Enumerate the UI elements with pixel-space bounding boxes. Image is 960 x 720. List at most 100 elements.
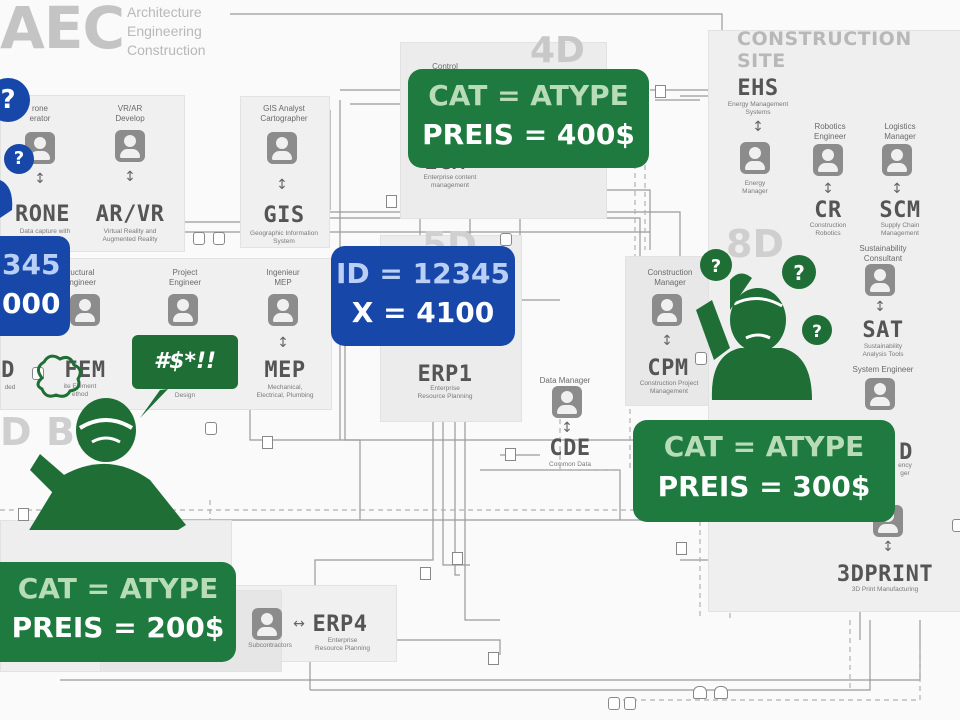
d-left-code: D: [1, 358, 15, 383]
gis-analyst-person-icon: [267, 132, 297, 164]
desc-line: Enterprise: [327, 637, 358, 644]
role-line: MEP: [274, 278, 292, 287]
role-line: Sustainability: [859, 244, 907, 253]
desc-line: Augmented Reality: [102, 236, 158, 243]
robotics-engineer-person-icon: [813, 144, 843, 176]
gis-code: GIS: [263, 203, 305, 228]
construction-manager-person-icon: [652, 294, 682, 326]
document-icon: [18, 508, 29, 521]
d-right-code: D: [899, 440, 913, 465]
document-icon: [488, 652, 499, 665]
role-line: Consultant: [863, 254, 903, 263]
database-icon: [608, 697, 620, 710]
sustainability-consultant-person-icon: [865, 264, 895, 296]
desc-line: ethod: [71, 391, 89, 398]
3dprint-code: 3DPRINT: [836, 562, 934, 587]
updown-arrow-icon: ↕: [561, 420, 573, 436]
database-icon: [695, 352, 707, 365]
card-id: 345: [2, 248, 61, 281]
desc-line: ger: [900, 470, 910, 477]
price-card-200: CAT = ATYPE PREIS = 200$: [0, 562, 236, 662]
arvr-code: AR/VR: [95, 202, 165, 227]
question-mark-glyph: ?: [711, 256, 721, 277]
document-icon: [420, 567, 431, 580]
id-card-left: 345 000: [0, 236, 70, 336]
dimension-d-left: D: [0, 410, 32, 454]
erp4-role: Subcontractors: [248, 642, 292, 649]
desc-line: Electrical, Plumbing: [256, 392, 314, 399]
angry-speech-bubble: #$*!!: [132, 335, 238, 389]
blue-question-icon: ?: [4, 144, 34, 174]
cde-desc: Common Data: [549, 461, 591, 468]
mep-desc: Mechanical,Electrical, Plumbing: [245, 384, 325, 400]
role-line: VR/AR: [117, 104, 143, 113]
desc-line: Manager: [742, 188, 768, 195]
desc-line: Enterprise content: [423, 174, 477, 181]
role-line: Construction: [647, 268, 693, 277]
card-price: PREIS = 300$: [657, 470, 871, 503]
role-line: Engineer: [168, 278, 202, 287]
mep-engineer-person-icon: [268, 294, 298, 326]
cpm-code: CPM: [647, 356, 689, 381]
role-line: Engineer: [813, 132, 847, 141]
desc-line: Resource Planning: [417, 393, 473, 400]
desc-line: Systems: [745, 109, 771, 116]
confused-person-green-icon: ? ? ?: [696, 249, 832, 400]
ecm-role: Control: [432, 62, 458, 71]
updown-arrow-icon: ↕: [661, 333, 673, 349]
desc-line: Virtual Reality and: [103, 228, 157, 235]
question-mark-glyph: ?: [812, 322, 822, 342]
price-card-400: CAT = ATYPE PREIS = 400$: [408, 69, 649, 168]
card-category: CAT = ATYPE: [428, 79, 629, 112]
desc-line: Enterprise: [430, 385, 460, 392]
database-icon: [205, 422, 217, 435]
erp1-code: ERP1: [417, 362, 473, 387]
confused-person-blue-icon: [0, 180, 13, 218]
card-category: CAT = ATYPE: [17, 572, 219, 605]
panel-gis: [240, 96, 330, 248]
question-mark-glyph: ?: [793, 261, 805, 285]
structural-engineer-person-icon: [70, 294, 100, 326]
mep-code: MEP: [264, 358, 306, 383]
desc-line: Energy: [744, 180, 766, 187]
ehs-code: EHS: [737, 76, 779, 101]
role-line: Ingenieur: [266, 268, 300, 277]
energy-manager-person-icon: [740, 142, 770, 174]
role-line: tructural: [65, 268, 95, 277]
leftright-arrow-icon: ↔: [293, 616, 305, 632]
system-engineer-person-icon: [865, 378, 895, 410]
role-line: Manager: [654, 278, 686, 287]
cde-code: CDE: [549, 436, 591, 461]
desc-line: Energy Management: [727, 101, 789, 108]
document-icon: [655, 85, 666, 98]
card-category: CAT = ATYPE: [663, 430, 865, 463]
aec-logo-subtitle: Architecture Engineering Construction: [127, 3, 206, 60]
role-line: Cartographer: [260, 114, 308, 123]
role-line: Engineer: [63, 278, 97, 287]
desc-line: Management: [881, 230, 919, 237]
dimension-8d: 8D: [726, 222, 784, 266]
logo-line: Engineering: [127, 23, 202, 39]
drone-code: RONE: [15, 202, 70, 227]
desc-line: Construction: [809, 222, 847, 229]
cr-code: CR: [814, 198, 842, 223]
role-line: Logistics: [884, 122, 916, 131]
panel-capture: [0, 95, 185, 252]
document-icon: [452, 552, 463, 565]
document-icon: [386, 195, 397, 208]
card-x-value: 000: [2, 287, 61, 320]
people-icon: [693, 686, 707, 699]
role-line: Develop: [115, 114, 145, 123]
